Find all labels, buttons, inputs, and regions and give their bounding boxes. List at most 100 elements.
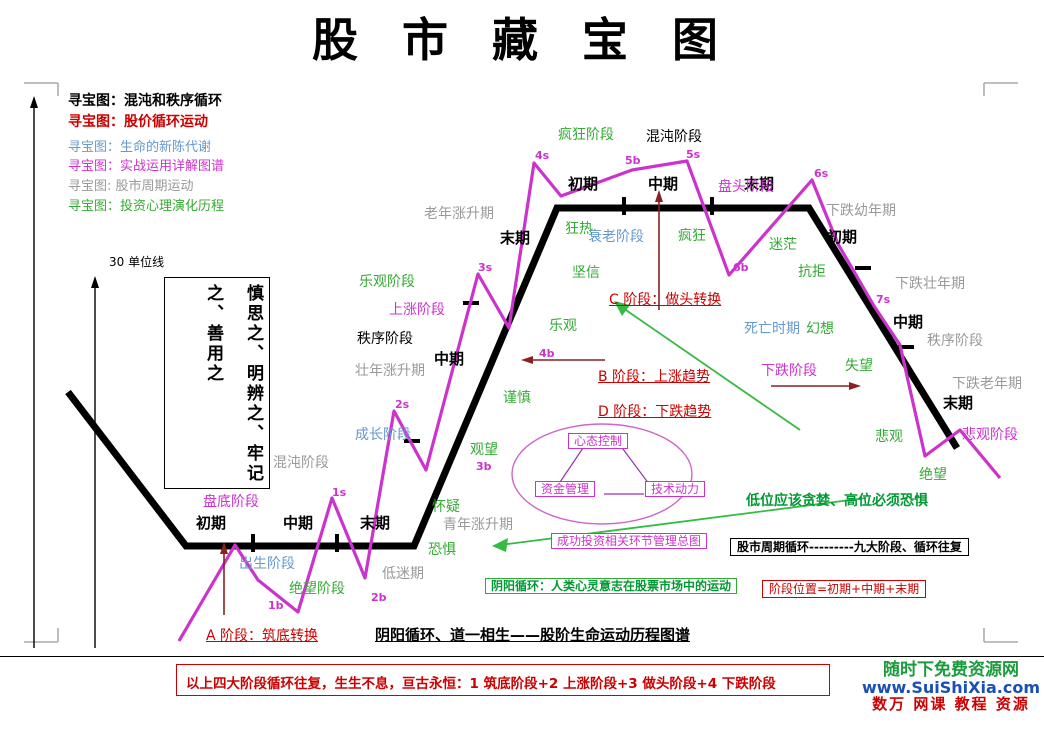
wave-point-4b: 4b (539, 347, 555, 360)
stage-label-black-7: 末期 (744, 175, 775, 193)
bottom-banner-text: 以上四大阶段循环往复，生生不息，亘古永恒：1 筑底阶段+2 上涨阶段+3 做头阶… (186, 676, 776, 692)
psych-label-10: 疯狂 (678, 228, 706, 244)
phase-annotation-c: C 阶段：做头转换 (609, 292, 722, 308)
phase-annotation-b: B 阶段：上涨趋势 (598, 369, 711, 385)
legend-text-0: 混沌和秩序循环 (124, 93, 222, 109)
legend-item-5: 寻宝图：投资心理演化历程 (68, 200, 224, 213)
psych-label-0: 绝望阶段 (289, 581, 345, 597)
stage-label-magenta-0: 盘底阶段 (203, 494, 259, 510)
cycle-label-8: 下跌壮年期 (895, 276, 965, 292)
phase-annotation-d: D 阶段：下跌趋势 (598, 404, 712, 420)
psych-label-2: 疯狂阶段 (558, 127, 614, 143)
psych-label-12: 抗拒 (798, 264, 826, 280)
stage-label-black-9: 中期 (893, 313, 924, 331)
legend-text-2: 生命的新陈代谢 (120, 140, 212, 155)
wave-point-7s: 7s (876, 293, 891, 306)
triangle-node-left: 资金管理 (535, 481, 596, 497)
legend-item-0: 寻宝图：混沌和秩序循环 (68, 94, 222, 108)
psych-label-14: 失望 (845, 358, 873, 374)
cycle-label-0: 混沌阶段 (273, 455, 329, 471)
legend-prefix-5: 寻宝图： (68, 199, 121, 214)
stage-label-black-5: 初期 (568, 175, 599, 193)
psych-label-11: 迷茫 (769, 237, 797, 253)
cycle-label-2: 青年涨升期 (443, 517, 513, 533)
axis-unit-label: 30 单位线 (109, 255, 165, 269)
bottom-title: 阴阳循环、道一相生——股阶生命运动历程图谱 (375, 626, 691, 644)
wave-point-6b: 6b (733, 261, 749, 274)
legend-prefix-3: 寻宝图： (68, 159, 121, 174)
legend-item-2: 寻宝图：生命的新陈代谢 (68, 141, 211, 154)
life-label-0: 出生阶段 (239, 556, 295, 572)
wave-point-1s: 1s (332, 486, 347, 499)
motto-box: 慎思之、明辨之、牢记 之、善用之 (164, 277, 270, 489)
position-box: 阶段位置=初期+中期+末期 (762, 580, 927, 598)
stage-label-black-3: 中期 (434, 350, 465, 368)
psych-label-5: 观望 (470, 442, 498, 458)
psych-label-3: 恐惧 (428, 542, 456, 558)
cycle-box: 股市周期循环---------九大阶段、循环往复 (730, 538, 969, 556)
cycle-label-3: 壮年涨升期 (355, 363, 425, 379)
stage-label-black-10: 末期 (943, 394, 974, 412)
triangle-caption: 成功投资相关环节管理总图 (551, 533, 708, 549)
wave-point-3b: 3b (476, 460, 492, 473)
wave-point-5s: 5s (686, 148, 701, 161)
legend-prefix-1: 寻宝图： (68, 114, 124, 130)
stage-label-black-6: 中期 (648, 175, 679, 193)
bottom-banner: 以上四大阶段循环往复，生生不息，亘古永恒：1 筑底阶段+2 上涨阶段+3 做头阶… (176, 664, 830, 696)
motto-col-left: 之、善用之 (203, 284, 223, 384)
cycle-label-5: 老年涨升期 (424, 206, 494, 222)
wave-point-2s: 2s (395, 398, 410, 411)
cycle-label-6: 混沌阶段 (646, 129, 702, 145)
legend-item-3: 寻宝图：实战运用详解图谱 (68, 160, 224, 173)
psych-label-15: 悲观 (875, 429, 903, 445)
stage-label-black-0: 初期 (196, 514, 227, 532)
cycle-label-7: 下跌幼年期 (826, 203, 896, 219)
watermark-line-2: www.SuiShiXia.com (861, 677, 1041, 697)
legend-text-1: 股价循环运动 (124, 114, 208, 130)
motto-col-right: 慎思之、明辨之、牢记 (243, 284, 263, 484)
stage-label-magenta-3: 下跌阶段 (761, 363, 817, 379)
psych-label-13: 幻想 (806, 321, 834, 337)
watermark-line-3: 数万 网课 教程 资源 (872, 694, 1030, 713)
life-label-3: 死亡时期 (744, 321, 800, 337)
yinyang-box: 阴阳循环：人类心灵意志在股票市场中的运动 (485, 578, 738, 594)
legend-item-1: 寻宝图：股价循环运动 (68, 115, 208, 129)
stage-label-black-4: 末期 (500, 229, 531, 247)
life-label-2: 衰老阶段 (588, 229, 644, 245)
watermark-line-1: 随时下免费资源网 (883, 660, 1019, 680)
stage-label-black-1: 中期 (283, 514, 314, 532)
stage-label-magenta-4: 悲观阶段 (962, 427, 1018, 443)
wave-point-3s: 3s (478, 261, 493, 274)
wave-point-4s: 4s (535, 149, 550, 162)
psych-label-8: 坚信 (572, 265, 600, 281)
triangle-node-top: 心态控制 (568, 433, 629, 449)
psych-label-7: 乐观 (549, 318, 577, 334)
legend-text-3: 实战运用详解图谱 (120, 159, 225, 174)
stage-label-magenta-1: 上涨阶段 (389, 302, 445, 318)
psych-label-16: 绝望 (919, 467, 947, 483)
legend-item-4: 寻宝图: 股市周期运动 (68, 180, 194, 193)
psych-label-9: 狂热 (565, 221, 593, 237)
legend-prefix-4: 寻宝图: (68, 179, 116, 194)
wave-point-5b: 5b (625, 154, 641, 167)
psych-label-4: 怀疑 (432, 499, 460, 515)
stage-label-black-2: 末期 (360, 514, 391, 532)
cycle-label-9: 秩序阶段 (927, 333, 983, 349)
stage-label-black-8: 初期 (827, 228, 858, 246)
wave-point-1b: 1b (268, 599, 284, 612)
green-arrow-note: 低位应该贪婪、高位必须恐惧 (746, 493, 928, 509)
cycle-label-1: 低迷期 (382, 566, 424, 582)
psych-label-6: 谨慎 (503, 390, 531, 406)
wave-point-6s: 6s (814, 167, 829, 180)
cycle-label-4: 秩序阶段 (357, 331, 413, 347)
page-title: 股 市 藏 宝 图 (311, 13, 733, 67)
divider (0, 656, 1044, 657)
watermark: 随时下免费资源网 www.SuiShiXia.com 数万 网课 教程 资源 (858, 660, 1044, 713)
triangle-node-right: 技术动力 (645, 481, 706, 497)
wave-point-2b: 2b (371, 591, 387, 604)
stage-label-magenta-2: 盘头阶段 (718, 179, 774, 195)
legend-text-4: 股市周期运动 (115, 179, 194, 194)
